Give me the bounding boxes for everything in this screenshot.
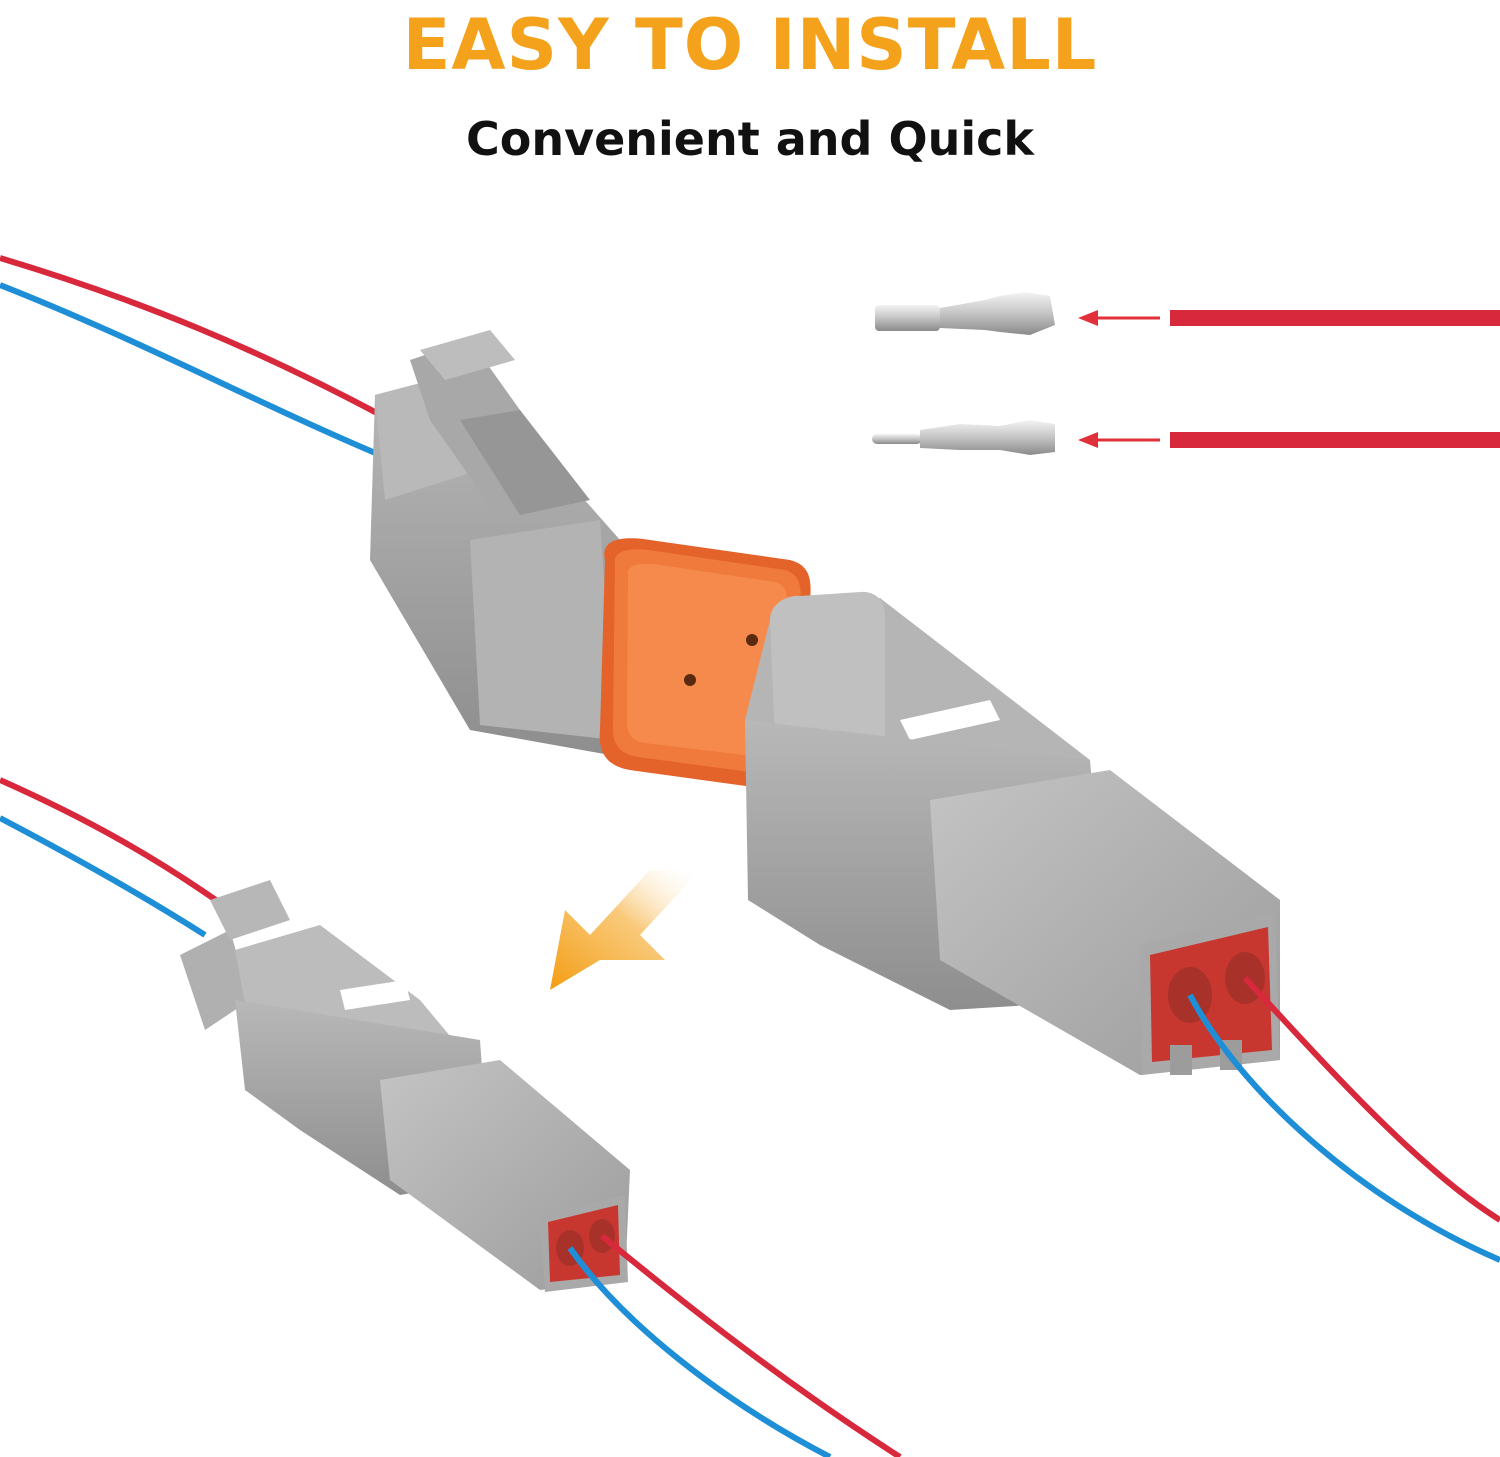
terminal-cavity [684,674,696,686]
male-connector-small [180,880,630,1292]
male-connector-small-wires [567,1233,902,1457]
socket-terminal [875,292,1055,335]
male-connector-large [745,591,1280,1075]
male-connector-large-wires [1187,975,1500,1263]
page-subtitle: Convenient and Quick [466,112,1034,166]
pin-terminal [872,420,1055,455]
orange-arrow-icon [550,870,700,990]
female-connector-wires [0,255,392,458]
red-wire-segment [1170,432,1500,448]
small-connector-rear-wires [0,777,232,938]
latch-slot [340,980,410,1010]
female-connector [370,330,811,789]
terminal-cavity [746,634,758,646]
page-title: EASY TO INSTALL [402,4,1098,86]
latch-slot [900,700,1000,740]
red-arrow-icon [1078,432,1160,448]
red-wire-segment [1170,310,1500,326]
red-arrow-icon [1078,310,1160,326]
